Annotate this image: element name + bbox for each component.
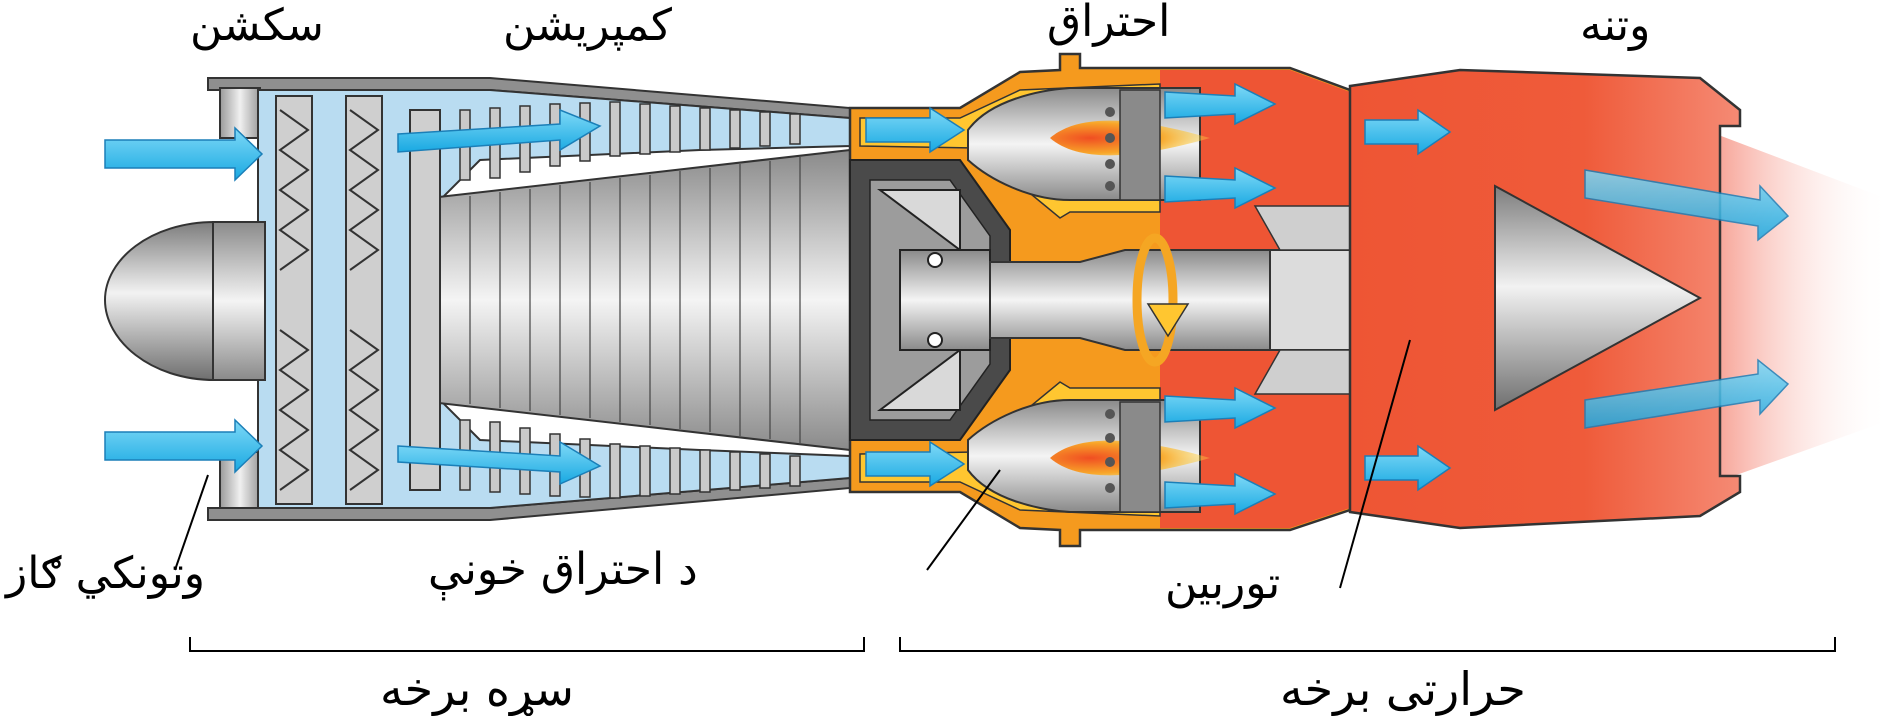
label-exhaust: وتنه [1580, 0, 1651, 51]
nose-hub [212, 221, 266, 381]
nose-cone [103, 220, 216, 382]
label-cold-section: سړه برخه [380, 662, 574, 716]
core-struts [877, 189, 961, 411]
label-intake: سکشن [190, 0, 324, 51]
label-combustion: احتراق [1047, 0, 1171, 47]
label-combustion-chamber: د احتراق خونې [428, 544, 698, 595]
label-hot-section: حرارتی برخه [1280, 662, 1526, 716]
airflow-arrow-icon [104, 82, 1790, 516]
section-bracket-cold [189, 637, 865, 652]
bearing-bolt-bottom [927, 332, 943, 348]
intake-lip-top [219, 87, 261, 139]
section-bracket-hot [899, 637, 1836, 652]
bearing-bolt-top [927, 252, 943, 268]
label-turbine: توربین [1165, 558, 1281, 609]
exhaust-plume [1700, 128, 1890, 488]
rotation-arrow-icon [1132, 233, 1190, 367]
compressor-drum [429, 148, 851, 452]
label-gas-outlet: وتونکي ګاز [6, 548, 206, 599]
exhaust-cone [1494, 184, 1703, 412]
compressor-drum-rings [469, 157, 801, 443]
fan-stages [275, 95, 441, 505]
shaft-bearing [899, 249, 991, 351]
label-compression: کمپریشن [503, 0, 672, 51]
callout-lines [174, 339, 1411, 589]
combustor-holes [1105, 89, 1161, 513]
